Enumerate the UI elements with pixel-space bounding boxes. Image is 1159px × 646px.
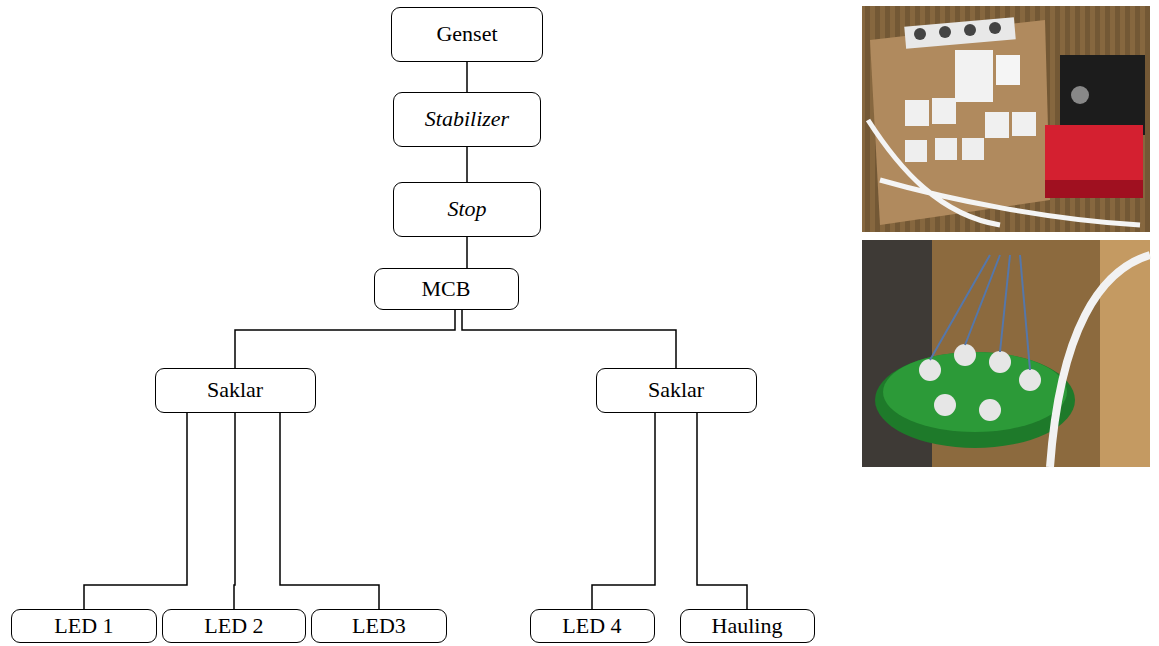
node-label: LED 1 — [54, 614, 113, 638]
wire-connector — [466, 62, 468, 92]
component-box: Stabilizer — [393, 92, 541, 147]
wire-connector — [235, 310, 455, 368]
node-label: LED 2 — [204, 614, 263, 638]
component-box: Saklar — [155, 368, 316, 413]
component-box: Stop — [393, 182, 541, 237]
wire-connector — [234, 413, 235, 609]
load-box: LED 1 — [11, 609, 157, 643]
node-label: Saklar — [207, 378, 263, 402]
component-box: Saklar — [596, 368, 757, 413]
load-box: LED 4 — [530, 609, 655, 643]
wire-connector — [280, 413, 379, 609]
node-label: Saklar — [648, 378, 704, 402]
load-box: LED3 — [311, 609, 447, 643]
wire-connector — [466, 147, 468, 182]
wire-connector — [84, 413, 187, 609]
load-box: LED 2 — [162, 609, 306, 643]
node-label: Genset — [436, 22, 497, 46]
node-label: Stabilizer — [425, 107, 509, 131]
component-box: MCB — [374, 268, 519, 310]
wire-connector — [462, 310, 676, 368]
node-label: Hauling — [712, 614, 783, 638]
lamp-photo — [862, 240, 1150, 467]
wire-connector — [697, 413, 747, 609]
load-box: Hauling — [680, 609, 815, 643]
node-label: LED3 — [352, 614, 406, 638]
wire-connector — [592, 413, 655, 609]
node-label: Stop — [447, 197, 486, 221]
wire-connector — [466, 237, 468, 268]
node-label: MCB — [422, 277, 471, 301]
control-board-photo — [862, 6, 1150, 232]
component-box: Genset — [391, 7, 543, 62]
node-label: LED 4 — [562, 614, 621, 638]
